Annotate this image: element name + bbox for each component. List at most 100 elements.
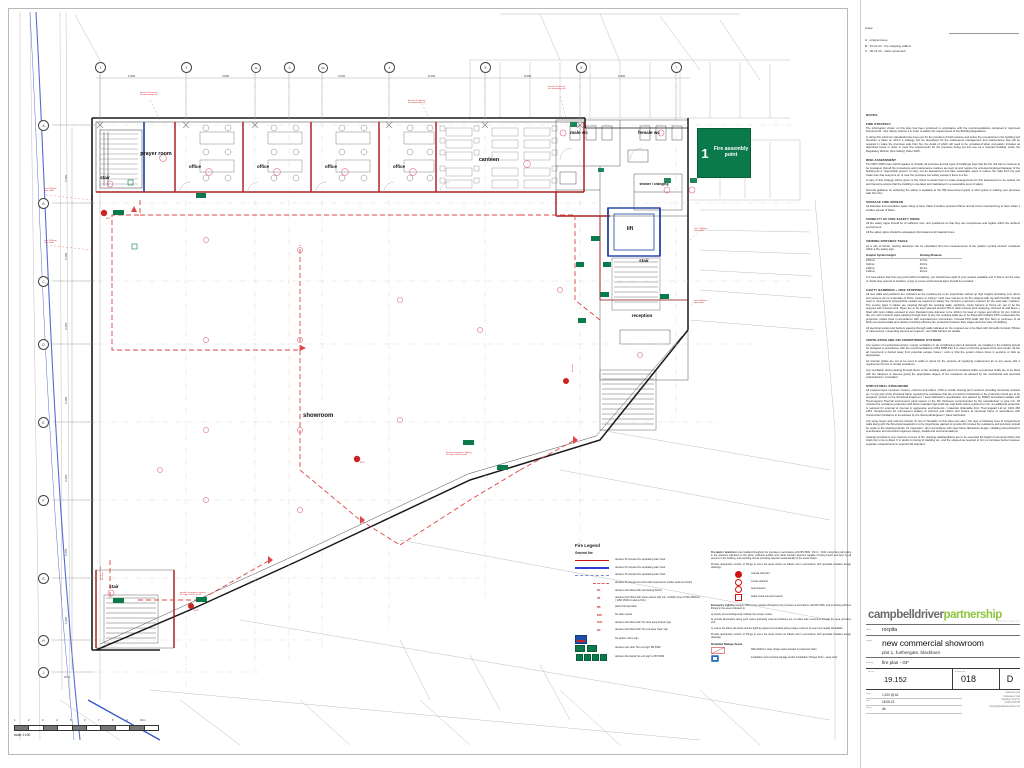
table-row: 100mm 17.0m xyxy=(866,258,962,262)
table-row: 110mm 19.0m xyxy=(866,263,962,267)
logo-part-2: partnership xyxy=(943,609,1003,621)
legend-item: FAP fire alarm panel xyxy=(575,613,701,618)
notes-section-heading: VIEWING DISTANCE TABLE xyxy=(866,239,908,244)
grid-bubble-h: 2a xyxy=(251,63,261,73)
legend-emergency-note: Provide appropriate number of fittings t… xyxy=(711,632,851,640)
legend-item: PB panic bolt operation xyxy=(575,605,701,610)
legend-item-text: denotes directional 'fire exit sign' to … xyxy=(615,655,665,659)
grid-bubble-v: G xyxy=(38,573,49,584)
legend-item-text: denotes 60 minutes fire separating wall … xyxy=(615,565,666,569)
grid-bubble-v: A xyxy=(38,120,49,131)
address-line: capricorn park xyxy=(1005,692,1020,695)
annotation-note: fire door xyxy=(572,364,574,372)
grid-dimension: 8,000 xyxy=(524,74,532,78)
table-cell: 110mm xyxy=(866,262,875,266)
legend-emergency-para-3: b) provide illumination along such route… xyxy=(711,618,851,625)
room-label-canteen: canteen xyxy=(478,157,500,163)
title-block-footer-left: scale 1:100 @ A1 date 18.08.22 drawn db xyxy=(866,691,962,714)
self-closer-code-icon: SC xyxy=(597,589,601,593)
notes-paragraph: The information shown on this plan has b… xyxy=(866,126,1020,134)
line-blue-icon xyxy=(575,566,615,571)
notes-paragraph: Any system of mechanical extract / suppl… xyxy=(866,343,1020,358)
legend-item-text: denotes 30 minutes fire separating wall … xyxy=(615,573,666,577)
grid-bubble-v: E xyxy=(38,417,49,428)
legend-refuge-item: 900x1400mm clear refuge space located in… xyxy=(711,647,851,654)
grid-bubble-h: 7 xyxy=(671,62,682,73)
legend-item: SC denotes door fitted with self closing… xyxy=(575,588,701,593)
fire-legend: Fire Legend General fire denotes 30 minu… xyxy=(575,543,853,663)
grid-bubble-h: 3 xyxy=(284,62,295,73)
practice-address: capricorn park blakewater road blackburn… xyxy=(962,691,1020,713)
legend-item: denotes 30 minutes fire door with intume… xyxy=(575,581,701,586)
table-col-header: Graphic Symbol Height xyxy=(866,253,920,259)
legend-item: KC denotes door fitted with 'fire exit k… xyxy=(575,628,701,633)
refuge-hatch-icon xyxy=(711,647,751,654)
notes-paragraph: Any spray layers and columns (shown on l… xyxy=(866,419,1020,434)
notes-heading: NOTES xyxy=(866,113,878,117)
room-label-stair: stair xyxy=(109,584,119,589)
legend-device-text: smoke detector xyxy=(751,579,769,583)
revision-title: issue xyxy=(865,26,873,30)
project-key: project xyxy=(866,639,873,642)
grid-dimension-v: 6,350 xyxy=(64,322,68,330)
scale-tick: 3 xyxy=(42,718,44,722)
scale-tick: 4 xyxy=(56,718,58,722)
grid-bubble-v: J xyxy=(38,667,49,678)
title-block: campbelldriverpartnership architects cli… xyxy=(866,608,1020,714)
notes-paragraph: All exposed steel members, beams, column… xyxy=(866,389,1020,417)
grid-dimension: 8,200 xyxy=(428,74,436,78)
grid-bubble-v: B xyxy=(38,198,49,209)
scale-bar-label: scale 1:100 xyxy=(14,733,31,737)
keep-locked-code-icon: KLD xyxy=(597,621,603,625)
legend-emergency-para-1: category 3/M1 to be installed throughout… xyxy=(711,603,851,610)
grid-dimension-v: 6,350 xyxy=(64,616,68,624)
annotation-note: MCP xyxy=(106,218,111,220)
room-label-office: office xyxy=(188,164,202,169)
room-label-office: office xyxy=(324,164,338,169)
address-line: blakewater road xyxy=(1003,695,1020,698)
legend-item-text: denotes over door 'fire exit sign' BS 54… xyxy=(615,646,661,650)
legend-column-systems: Fire alarm / detection to be installed t… xyxy=(711,551,851,663)
plan-drawing-area[interactable]: 1 2 2a 3 3a 4 5 6 7 6,950 6,800 6,000 8,… xyxy=(0,0,860,768)
scale-bar-ticks: 1 2 3 4 5 6 7 8 9 10m xyxy=(14,718,159,725)
table-cell: 120mm xyxy=(866,266,875,270)
drawing-key: drawing xyxy=(866,661,874,664)
legend-item-text: denotes 30 minutes fire separating wall … xyxy=(615,558,666,562)
scale-tick: 7 xyxy=(98,718,100,722)
job-number-value: 19.152 xyxy=(884,674,907,684)
fire-assembly-label: Fire assembly point xyxy=(713,146,749,158)
line-red-icon xyxy=(575,558,615,563)
address-line: t 01254 297785 xyxy=(1004,702,1020,705)
legend-refuge-item: installation and mounted signage and/or … xyxy=(711,655,851,662)
legend-refuge-text: installation and mounted signage and/or … xyxy=(751,656,838,659)
scale-key: scale xyxy=(866,692,871,695)
notes-paragraph: Any ventilation ducts passing through fl… xyxy=(866,369,1020,380)
grid-dimension-v: 6,350 xyxy=(64,174,68,182)
legend-device-text: heat detector xyxy=(751,587,766,591)
table-row: 130mm 22.0m xyxy=(866,270,962,274)
room-label-shower-changing: shower / changing xyxy=(639,182,669,186)
legend-item: VP denotes door fitted with vision panel… xyxy=(575,596,701,603)
notes-section-heading: SURFACE FIRE SPREAD xyxy=(866,200,904,205)
legend-device: smoke detector xyxy=(711,578,851,586)
scale-tick: 6 xyxy=(84,718,86,722)
room-label-office: office xyxy=(392,164,406,169)
legend-item: denotes 60 minutes fire separating wall … xyxy=(575,566,701,571)
legend-item: KLD denotes door fitted with 'fire door … xyxy=(575,620,701,625)
notes-section-heading: VISIBILITY OF FIRE SAFETY SIGNS xyxy=(866,216,920,221)
room-label-lift: lift xyxy=(626,226,634,232)
fire-assembly-point-sign: 1 Fire assembly point xyxy=(697,128,751,178)
practice-logo: campbelldriverpartnership architects xyxy=(866,608,1020,624)
legend-item-text: fire action notice sign xyxy=(615,637,639,641)
date-value: 18.08.22 xyxy=(882,699,895,704)
drawing-name: fire plan - GF xyxy=(882,660,909,666)
address-line: blackburn bb1 5qr xyxy=(1001,699,1020,702)
scale-tick: 2 xyxy=(28,718,30,722)
legend-refuge-heading: Disabled Refuge Areas xyxy=(711,642,743,647)
job-number-cell: job no 19.152 xyxy=(866,669,953,690)
